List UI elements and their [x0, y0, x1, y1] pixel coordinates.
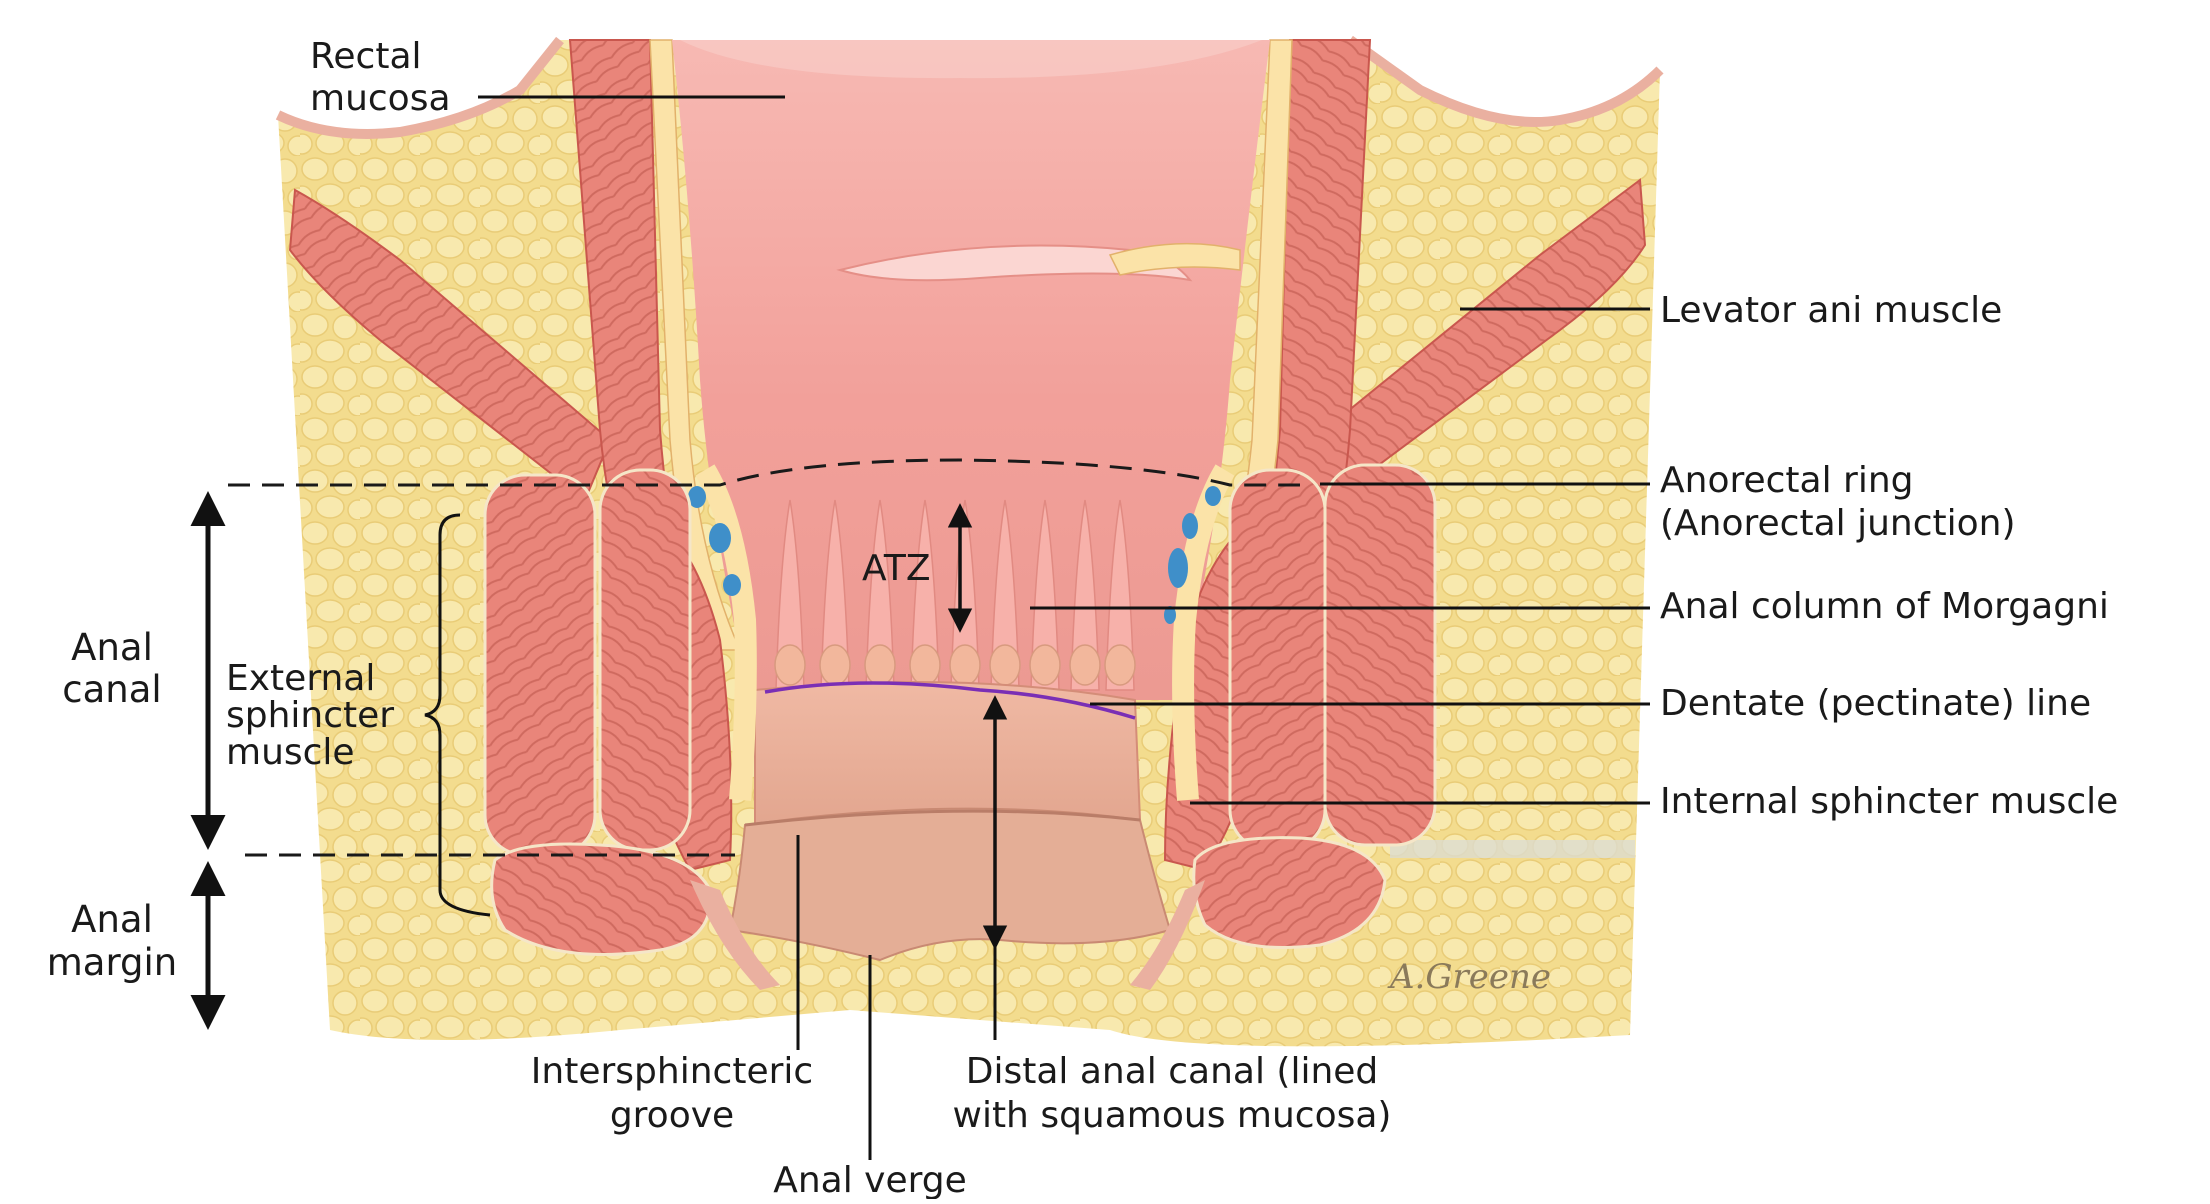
- anorectal-ring-label-line2: (Anorectal junction): [1660, 503, 2016, 544]
- levator-ani-label: Levator ani muscle: [1660, 290, 2002, 331]
- external-sphincter-label-line1: External: [226, 658, 375, 699]
- anal-margin-label-line1: Anal: [71, 898, 153, 941]
- anal-papilla: [910, 645, 940, 685]
- intersphincteric-groove-label-line2: groove: [610, 1095, 734, 1136]
- atz-label: ATZ: [862, 548, 930, 589]
- distal-anal-canal-label-line2: with squamous mucosa): [953, 1095, 1392, 1136]
- anal-papilla: [1105, 645, 1135, 685]
- anorectal-ring-label-line1: Anorectal ring: [1660, 460, 1914, 501]
- anal-column-label: Anal column of Morgagni: [1660, 586, 2109, 627]
- dentate-line-label: Dentate (pectinate) line: [1660, 683, 2091, 724]
- external-sphincter-label-line3: muscle: [226, 732, 355, 773]
- distal-anal-canal: [730, 682, 1170, 960]
- distal-anal-canal-label-line1: Distal anal canal (lined: [966, 1051, 1379, 1092]
- anal-papilla: [1070, 645, 1100, 685]
- external-sphincter-label-line2: sphincter: [226, 695, 394, 736]
- anal-canal-label-line2: canal: [62, 668, 161, 711]
- anal-papilla: [950, 645, 980, 685]
- anal-verge-label: Anal verge: [773, 1160, 967, 1199]
- anal-canal-label-line1: Anal: [71, 626, 153, 669]
- anal-papilla: [820, 645, 850, 685]
- rectal-mucosa-label-line1: Rectal: [310, 36, 422, 77]
- artist-signature: A.Greene: [1387, 957, 1551, 997]
- internal-sphincter-label: Internal sphincter muscle: [1660, 781, 2118, 822]
- rectal-mucosa-label-line2: mucosa: [310, 78, 451, 119]
- anal-papilla: [990, 645, 1020, 685]
- anal-papilla: [865, 645, 895, 685]
- anal-papilla: [1030, 645, 1060, 685]
- anal-margin-label-line2: margin: [47, 941, 178, 984]
- intersphincteric-groove-label-line1: Intersphincteric: [531, 1051, 813, 1092]
- anal-papilla: [775, 645, 805, 685]
